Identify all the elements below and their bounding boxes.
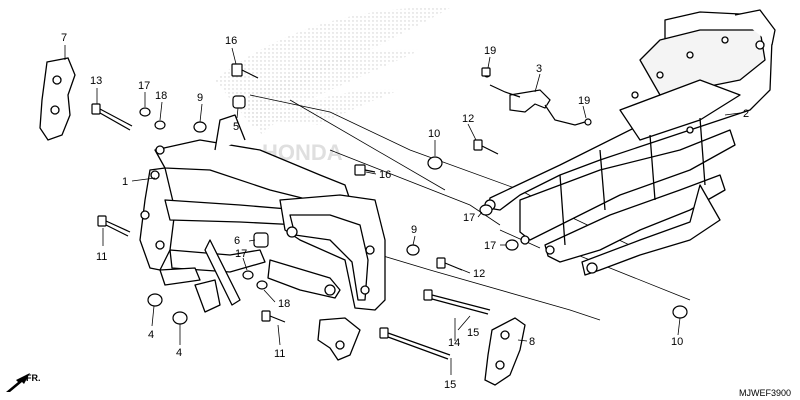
callout-16: 16 [225,35,237,47]
bracket-7 [39,57,76,141]
nut-17-top [139,107,151,117]
collar-6 [253,232,269,248]
bracket-8 [484,317,526,386]
wiring-bracket [483,70,592,126]
bracket-7-hole [50,105,60,115]
nuts-and-collars [139,95,688,325]
direction-label: FR. [26,373,41,383]
callout-17: 17 [235,248,247,260]
callout-18: 18 [155,90,167,102]
bolt-16-mid [354,164,376,176]
callout-7: 7 [61,32,67,44]
nut-17-right-lower [505,239,519,251]
callout-19: 19 [484,45,496,57]
arrow-icon [6,373,30,392]
bolt-13 [91,103,133,131]
callout-17: 17 [138,80,150,92]
callout-13: 13 [90,75,102,87]
bolt-14 [423,289,491,315]
callout-8: 8 [529,336,535,348]
diagram-code: MJWEF3900 [739,388,791,398]
callout-10: 10 [671,336,683,348]
bolts [91,63,499,360]
callout-3: 3 [536,63,542,75]
callout-1: 1 [122,176,128,188]
callout-2: 2 [743,108,749,120]
bolt-16-top [231,63,259,79]
callout-12: 12 [473,268,485,280]
callout-14: 14 [448,337,460,349]
bracket-7-hole [52,75,62,85]
callout-4: 4 [176,347,182,359]
callout-17: 17 [484,240,496,252]
washer-18-top [154,120,166,130]
callout-19: 19 [578,95,590,107]
callout-5: 5 [233,121,239,133]
callout-15: 15 [444,379,456,391]
callout-9: 9 [411,224,417,236]
callout-18: 18 [278,298,290,310]
bracket-8-hole [495,360,505,370]
bolt-11-lower [261,310,286,323]
collar-4-left [147,293,163,307]
callouts: 7 13 17 18 9 16 5 1 11 6 17 18 4 4 11 10… [61,32,749,391]
callout-16: 16 [379,169,391,181]
callout-10: 10 [428,128,440,140]
nut-9-mid [406,244,420,256]
bolt-15 [379,327,451,360]
main-frame-right [484,9,776,276]
bracket-8-hole [500,330,510,340]
nut-9-top [193,121,207,133]
callout-17: 17 [463,212,475,224]
bolt-12-lower [436,257,463,271]
bolt-11-left [97,215,131,237]
callout-4: 4 [148,329,154,341]
bolt-12-upper [473,139,499,155]
callout-11: 11 [96,251,107,263]
nut-17-right-upper [479,204,493,216]
collar-5 [232,95,246,109]
brand-watermark: HONDA [215,7,450,165]
callout-9: 9 [197,92,203,104]
front-direction-arrow: FR. [6,373,41,392]
callout-11: 11 [274,348,285,360]
leader-lines [64,45,741,375]
callout-12: 12 [462,113,474,125]
main-frame-left [139,114,386,361]
callout-15: 15 [467,327,479,339]
collar-4-right [172,311,188,325]
engine-hanger-brackets [39,57,526,386]
callout-6: 6 [234,235,240,247]
nut-10-lower [672,305,688,319]
bolt-19 [481,67,491,77]
nut-10-upper [427,156,443,170]
nut-17-mid [242,270,254,280]
washer-18-mid [256,280,268,290]
